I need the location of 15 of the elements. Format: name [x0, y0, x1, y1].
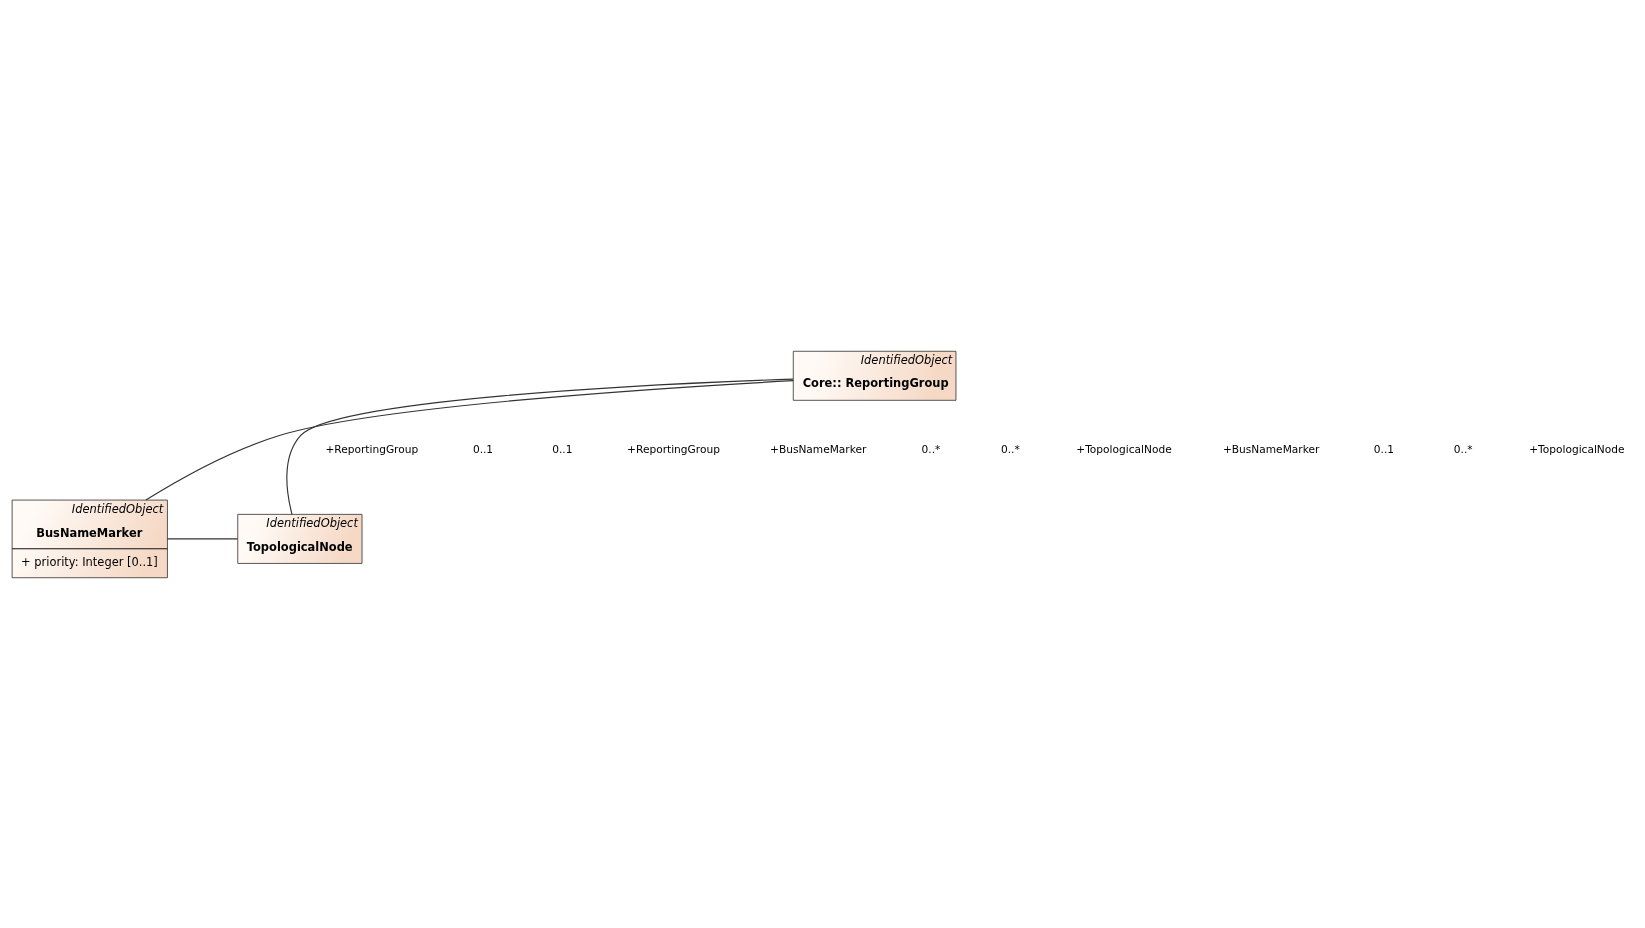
connector	[286, 378, 794, 515]
label: 0..1	[552, 442, 573, 456]
connector	[145, 379, 794, 501]
label: 0..1	[1373, 442, 1395, 456]
label: +TopologicalNode	[1529, 442, 1625, 456]
label: 0..*	[921, 442, 941, 456]
label: 0..1	[472, 442, 494, 456]
connector	[166, 537, 239, 539]
label: +BusNameMarker	[770, 442, 867, 456]
label: +TopologicalNode	[1076, 442, 1172, 456]
label: +ReportingGroup	[325, 442, 419, 456]
label: 0..*	[1453, 442, 1473, 456]
label: +BusNameMarker	[1222, 442, 1320, 456]
label: 0..*	[1000, 442, 1020, 456]
label: +ReportingGroup	[627, 442, 720, 456]
